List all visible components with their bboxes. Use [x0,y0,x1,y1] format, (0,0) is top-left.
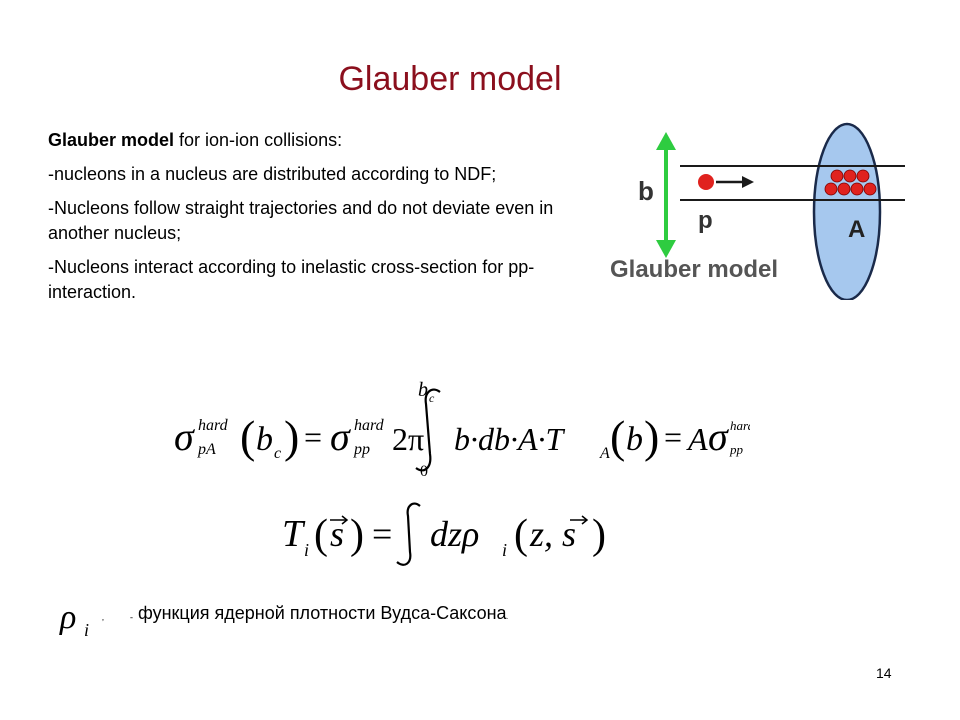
note-dot: . [506,614,509,621]
page-number: 14 [876,665,892,681]
projectile-nucleon [698,174,714,190]
intro-line: Glauber model for ion-ion collisions: [48,128,593,153]
note-comma: , [102,613,104,622]
f2-rparen-1: ) [350,512,364,558]
diagram-caption: Glauber model [610,256,778,283]
label-p: p [698,207,713,234]
bullet-1: -nucleons in a nucleus are distributed a… [48,164,497,184]
f1-pp-2: pp [729,442,744,457]
f2-integral [396,502,421,566]
f1-lower: 0 [420,463,428,480]
f1-hard-3: hard [730,418,750,433]
f1-lparen-2: ( [610,411,625,462]
f1-pp-1: pp [353,441,370,458]
f1-sigma-2: σ [330,414,351,459]
f1-2pi: 2π [392,421,424,457]
bullet-3: -Nucleons interact according to inelasti… [48,257,535,302]
f1-upper: b [418,380,428,401]
f1-c: c [274,445,281,462]
glauber-diagram: b p A Glauber model [610,122,905,300]
f1-sigma-3: σ [708,414,729,459]
f1-sigma-1: σ [174,414,195,459]
note-main: функция ядерной плотности Вудса-Саксона [138,603,507,623]
formula-thickness: T i ( s ) = dzρ i ( z, s ) [282,502,606,566]
f2-zs: z, s [529,514,576,554]
f1-eq-1: = [304,419,322,455]
f1-A-sub: A [599,445,610,462]
f1-pA: pA [197,441,216,458]
f1-b: b [256,421,273,458]
f1-body: b·db·A·T [454,421,566,457]
direction-arrow [716,176,754,188]
f2-i-2: i [502,540,507,560]
impact-parameter-arrow [656,132,676,258]
f1-upper-sub: c [429,391,435,405]
label-A: A [848,216,865,243]
f2-eq: = [372,514,392,554]
intro-rest: for ion-ion collisions: [174,130,343,150]
f2-i-1: i [304,540,309,560]
f1-hard-2: hard [354,417,385,434]
note-rho: ρ i , - [59,600,133,640]
f1-A: A [686,421,708,457]
f2-lparen-2: ( [514,512,528,558]
formula-cross-section: σ hard pA ( b c ) = σ hard pp 2π b c 0 b… [174,380,750,480]
f2-s-1: s [330,514,344,554]
f2-vec-2-head [581,515,589,525]
f1-eq-2: = [664,419,682,455]
f1-b-2: b [626,421,643,458]
note-dash: - [130,612,133,622]
label-b: b [638,176,654,206]
note-rho-sub: i [84,620,89,640]
note-rho-symbol: ρ [59,600,76,636]
f1-integral [415,388,441,472]
f2-dz: dzρ [430,514,479,554]
bullet-2: -Nucleons follow straight trajectories a… [48,198,554,243]
f2-rparen-2: ) [592,512,606,558]
nucleus-ellipse [812,122,882,300]
f1-rparen-1: ) [284,411,299,462]
slide-title: Glauber model [338,60,562,98]
f1-lparen-1: ( [240,411,255,462]
f2-vec-1-head [341,515,349,525]
f1-rparen-2: ) [644,411,659,462]
f2-T: T [282,513,306,555]
f1-hard-1: hard [198,417,229,434]
bullet-list: Glauber model for ion-ion collisions: -n… [48,128,593,314]
note-text: функция ядерной плотности Вудса-Саксона. [138,603,509,624]
f2-lparen-1: ( [314,512,328,558]
target-nucleons [824,169,877,196]
intro-bold: Glauber model [48,130,175,150]
